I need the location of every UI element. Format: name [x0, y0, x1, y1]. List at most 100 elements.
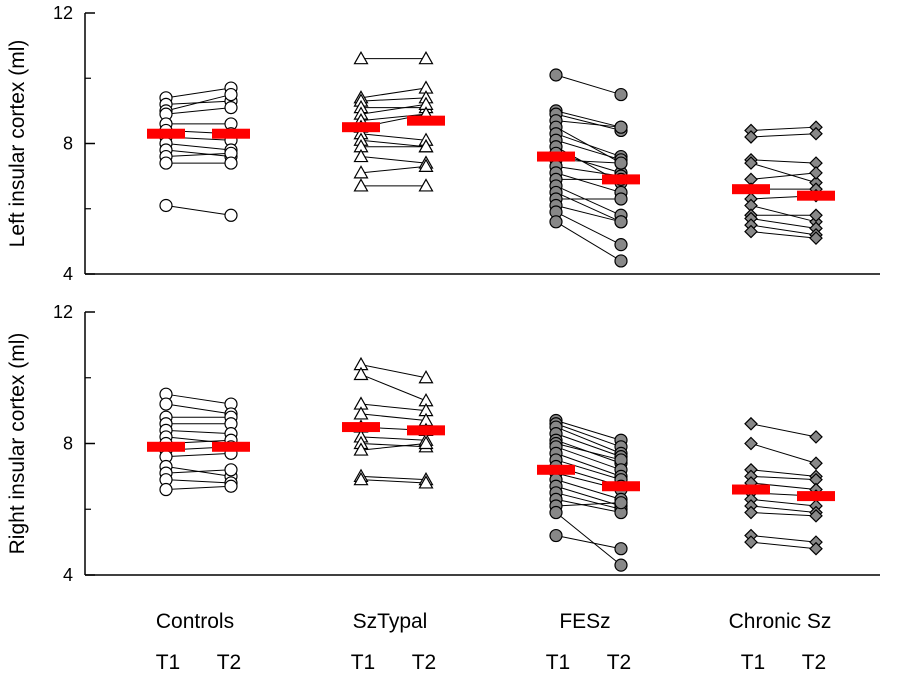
panel-bottom-group-3-mean-t1 [732, 484, 770, 495]
panel-top-group-0-t2-point-11 [224, 208, 238, 222]
panel-top-group-2-t2-point-17 [614, 238, 628, 252]
panel-bottom-group-2-pair-line-7 [555, 452, 622, 477]
panel-bottom-group-2-pair-line-0 [555, 420, 622, 441]
group-2-time-label-0: T1 [546, 651, 571, 674]
panel-top-group-1-pair-line-1 [360, 87, 427, 99]
panel-bottom-group-3-t1-point-8 [744, 505, 758, 520]
panel-top-group-0-pair-line-7 [165, 143, 232, 151]
panel-bottom-group-3-pair-line-2 [750, 469, 817, 477]
group-2-time-label-1: T2 [607, 651, 632, 674]
panel-top-group-1-t1-point-0 [353, 50, 369, 65]
panel-top-group-0-t2-point-10 [224, 156, 238, 170]
panel-top-group-0-pair-line-9 [165, 152, 232, 158]
panel-top-group-3-pair-line-1 [750, 133, 817, 138]
panel-bottom-group-1-pair-line-8 [360, 475, 427, 481]
panel-bottom-group-0-t1-point-12 [159, 482, 173, 497]
panel-bottom-group-0-t1-point-1 [159, 397, 173, 411]
panel-top-group-1-pair-line-2 [360, 97, 427, 102]
panel-top-group-2-t2-point-3 [614, 120, 628, 134]
panel-bottom-group-0-pair-line-1 [165, 403, 232, 415]
panel-bottom-group-2-pair-line-14 [555, 498, 622, 514]
panel-top-group-1-pair-line-11 [360, 165, 427, 174]
panel-top-group-3-t2-point-4 [809, 166, 823, 180]
group-label-1: SzTypal [353, 610, 428, 633]
panel-bottom-group-3-mean-t2 [797, 491, 835, 502]
panel-top-group-2-pair-line-14 [555, 191, 622, 223]
panel-top-group-2-pair-line-13 [555, 185, 622, 216]
panel-bottom-group-3-pair-line-4 [750, 482, 817, 491]
panel-top-group-3-t2-point-1 [809, 126, 823, 141]
panel-bottom-y-tick-label-0: 4 [63, 565, 73, 585]
panel-bottom-group-3-pair-line-8 [750, 512, 817, 517]
panel-top-group-3-pair-line-7 [750, 205, 817, 223]
panel-bottom-group-2-t1-point-16 [549, 528, 563, 543]
panel-top-group-0-pair-line-3 [165, 107, 232, 115]
group-3-time-label-0: T1 [741, 651, 766, 674]
panel-top-group-3-pair-line-0 [750, 126, 817, 131]
panel-bottom-group-1-t2-point-0 [418, 370, 434, 384]
panel-bottom-group-0-pair-line-0 [165, 393, 232, 405]
panel-bottom-group-2-pair-line-12 [555, 485, 622, 507]
panel-top-group-2-t1-point-18 [549, 215, 563, 229]
panel-top-group-1-mean-t2 [407, 115, 445, 126]
panel-bottom-group-0-pair-line-10 [165, 469, 232, 474]
panel-bottom-group-1-pair-line-2 [360, 403, 427, 412]
panel-top-group-0-t1-point-11 [159, 198, 173, 213]
panel-top-y-tick-label-0: 4 [63, 264, 73, 284]
panel-bottom-group-1-t1-point-1 [353, 366, 369, 381]
panel-top-group-3-pair-line-9 [750, 218, 817, 229]
panel-top-group-3-mean-t2 [797, 190, 835, 201]
panel-bottom-group-2-pair-line-17 [555, 512, 622, 566]
panel-top-group-2-pair-line-2 [555, 113, 622, 131]
panel-bottom-y-tick-label-1: 8 [63, 434, 73, 454]
panel-top-group-1-t2-point-12 [418, 178, 434, 192]
panel-bottom-group-1-mean-t1 [342, 422, 380, 433]
panel-bottom-group-3-t1-point-1 [744, 436, 758, 451]
panel-top-group-1-t1-point-11 [353, 165, 369, 179]
panel-bottom-group-0-pair-line-4 [165, 429, 232, 435]
panel-bottom-group-3-t2-point-10 [809, 541, 823, 556]
panel-top-group-2-t2-point-16 [614, 215, 628, 229]
panel-top-group-3-mean-t1 [732, 184, 770, 195]
panel-bottom-group-0-t2-point-10 [224, 463, 238, 477]
panel-bottom-group-1-pair-line-1 [360, 373, 427, 402]
panel-bottom-group-0-mean-t2 [212, 441, 250, 452]
group-1-time-label-0: T1 [351, 651, 376, 674]
panel-bottom-group-2-pair-line-5 [555, 443, 622, 461]
panel-top-group-1-t1-point-10 [353, 148, 369, 163]
panel-top-y-axis-title: Left insular cortex (ml) [6, 40, 29, 248]
panel-bottom-group-0-pair-line-12 [165, 485, 232, 491]
panel-bottom-group-2-mean-t2 [602, 481, 640, 492]
panel-bottom-group-2-t2-point-17 [614, 558, 628, 572]
group-3-time-label-1: T2 [802, 651, 827, 674]
panel-top-group-2-pair-line-1 [555, 110, 622, 128]
panel-bottom-group-2-mean-t1 [537, 464, 575, 475]
panel-bottom-group-3-t2-point-1 [809, 456, 823, 471]
panel-top-group-2-t1-point-0 [549, 68, 563, 82]
panel-top-group-2-pair-line-18 [555, 221, 622, 262]
panel-top-group-3-pair-line-10 [750, 224, 817, 236]
panel-bottom-group-2-pair-line-2 [555, 426, 622, 454]
panel-top-group-3-t2-point-8 [809, 208, 823, 223]
panel-top-group-1-pair-line-8 [360, 139, 427, 148]
panel-top-group-3-t1-point-3 [744, 156, 758, 170]
panel-top-group-2-t2-point-9 [614, 156, 628, 170]
panel-top-group-2-pair-line-16 [555, 205, 622, 223]
panel-bottom-group-1-t2-point-7 [418, 435, 434, 450]
panel-bottom-group-1-pair-line-7 [360, 443, 427, 451]
panel-top-group-1-pair-line-4 [360, 103, 427, 115]
panel-top-group-1-t2-point-0 [418, 50, 434, 65]
panel-bottom-y-tick-label-2: 12 [53, 302, 73, 322]
panel-top-group-3-t2-point-11 [809, 231, 823, 245]
panel-bottom-group-1-pair-line-3 [360, 413, 427, 421]
panel-bottom-group-3-pair-line-0 [750, 423, 817, 438]
panel-bottom-group-2-t2-point-15 [614, 496, 628, 510]
panel-bottom-group-1-mean-t2 [407, 425, 445, 436]
panel-top-group-1-pair-line-5 [360, 113, 427, 122]
panel-top-group-1-t2-point-11 [418, 158, 434, 172]
panel-top-group-0-pair-line-2 [165, 94, 232, 112]
panel-bottom-group-0-pair-line-8 [165, 452, 232, 458]
panel-bottom-group-2-pair-line-16 [555, 535, 622, 550]
panel-top-group-0-pair-line-8 [165, 149, 232, 158]
